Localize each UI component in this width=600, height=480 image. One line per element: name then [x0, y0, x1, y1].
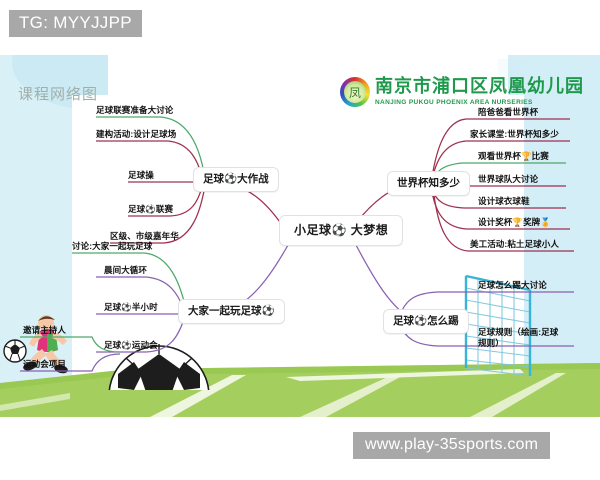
telegram-watermark: TG: MYYJJPP: [9, 10, 142, 37]
mindmap-leaf[interactable]: 足球规则（绘画:足球规则）: [478, 327, 559, 349]
mindmap-leaf[interactable]: 家长课堂:世界杯知多少: [470, 129, 559, 139]
phoenix-logo-glyph: 凤: [344, 81, 366, 103]
mindmap-leaf[interactable]: 足球⚽运动会: [104, 340, 158, 350]
mindmap-leaf[interactable]: 邀请主持人: [23, 325, 67, 335]
logo-text-block: 南京市浦口区凤凰幼儿园 NANJING PUKOU PHOENIX AREA N…: [375, 76, 584, 106]
mindmap-leaf[interactable]: 设计奖杯🏆奖牌🏅: [478, 217, 551, 227]
mindmap-leaf[interactable]: 讨论:大家一起玩足球: [72, 241, 153, 251]
mindmap-leaf[interactable]: 足球⚽联赛: [128, 204, 174, 214]
page-title: 课程网络图: [18, 85, 99, 103]
mindmap-leaf[interactable]: 区级、市级嘉年华: [110, 231, 179, 241]
site-watermark: www.play-35sports.com: [353, 432, 551, 459]
mindmap-leaf[interactable]: 足球联赛准备大讨论: [96, 105, 174, 115]
poster-canvas: 课程网络图 凤 南京市浦口区凤凰幼儿园 NANJING PUKOU PHOENI…: [0, 55, 600, 417]
mindmap-leaf[interactable]: 运动会项目: [23, 359, 67, 369]
mindmap-leaf[interactable]: 陪爸爸看世界杯: [478, 107, 539, 117]
mindmap-leaf[interactable]: 足球⚽半小时: [104, 302, 158, 312]
soccer-field-illustration: [0, 353, 600, 417]
mindmap-leaf[interactable]: 设计球衣球鞋: [478, 196, 530, 206]
white-panel-top: [108, 55, 498, 115]
mindmap-branch-worldcup[interactable]: 世界杯知多少: [387, 171, 470, 197]
mindmap-branch-play-together[interactable]: 大家一起玩足球⚽: [178, 299, 285, 325]
large-soccer-ball-illustration: [104, 344, 214, 409]
logo-name-cn: 南京市浦口区凤凰幼儿园: [375, 76, 584, 98]
mindmap-leaf[interactable]: 世界球队大讨论: [478, 174, 539, 184]
mindmap-leaf[interactable]: 足球怎么踢大讨论: [478, 280, 547, 290]
mindmap-leaf[interactable]: 足球操: [128, 170, 154, 180]
mindmap-center-node[interactable]: 小足球⚽ 大梦想: [279, 215, 404, 246]
mindmap-branch-howto-play[interactable]: 足球⚽怎么踢: [383, 309, 469, 335]
phoenix-logo-icon: 凤: [340, 77, 370, 107]
logo-name-en: NANJING PUKOU PHOENIX AREA NURSERIES: [375, 98, 533, 106]
mindmap-leaf[interactable]: 晨间大循环: [104, 265, 148, 275]
mindmap-leaf[interactable]: 观看世界杯🏆比赛: [478, 151, 549, 161]
mindmap-branch-soccer-battle[interactable]: 足球⚽大作战: [193, 167, 279, 193]
kindergarten-logo: 凤 南京市浦口区凤凰幼儿园 NANJING PUKOU PHOENIX AREA…: [340, 77, 584, 107]
mindmap-leaf[interactable]: 美工活动:粘土足球小人: [470, 239, 559, 249]
mindmap: 小足球⚽ 大梦想 足球⚽大作战 大家一起玩足球⚽ 世界杯知多少 足球⚽怎么踢 足…: [0, 55, 600, 417]
mindmap-leaf[interactable]: 建构活动:设计足球场: [96, 129, 177, 139]
